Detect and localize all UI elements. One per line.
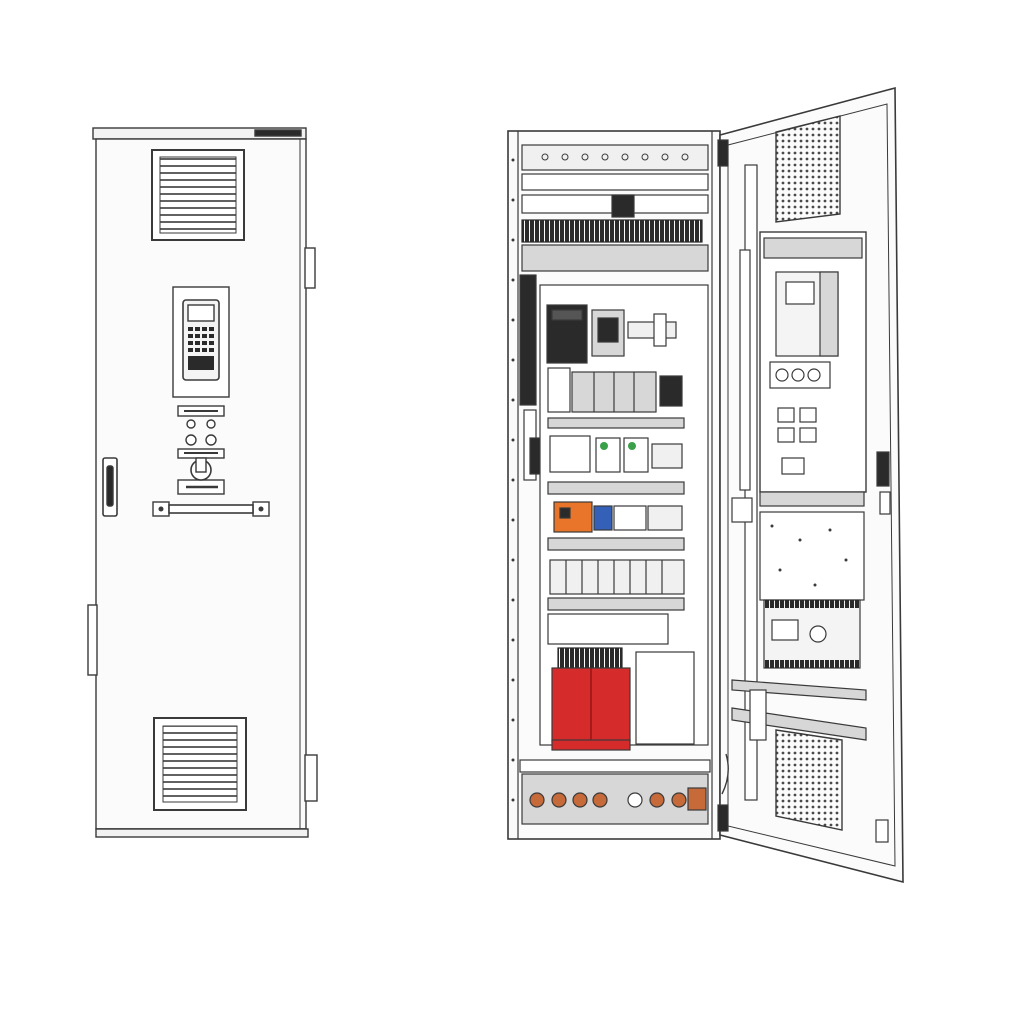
hinge-bottom	[304, 754, 318, 802]
control-board	[759, 511, 865, 601]
transformer	[551, 647, 631, 751]
side-latch	[87, 604, 98, 676]
louver-vent-icon	[151, 149, 245, 241]
keypad-icon	[182, 299, 220, 381]
top-terminal-section	[521, 144, 709, 272]
door-handle-icon	[152, 501, 270, 517]
closed-cabinet	[87, 127, 318, 838]
component-row-1	[546, 304, 677, 364]
terminal-block-row	[521, 219, 703, 243]
latch-handle-icon	[102, 457, 118, 517]
interface-module	[593, 505, 613, 531]
door-hinge	[717, 804, 729, 832]
component-row-3	[547, 435, 685, 495]
component-row-4	[547, 501, 685, 551]
fuse-holder	[627, 321, 677, 339]
cable-duct-left	[519, 274, 537, 406]
indicator-lamp	[186, 419, 196, 429]
indicator-lamp	[206, 419, 216, 429]
open-door	[717, 86, 904, 884]
door-latch	[876, 451, 890, 487]
busbar-gland-plate	[519, 759, 711, 825]
pushbutton	[205, 434, 217, 446]
component-row-5	[547, 559, 685, 611]
open-cabinet	[507, 86, 904, 884]
nameplate	[254, 129, 302, 137]
louver-vent-icon	[153, 717, 247, 811]
mesh-grille-icon	[775, 115, 841, 223]
pushbutton	[185, 434, 197, 446]
door-hinge	[717, 139, 729, 167]
mesh-grille-icon	[775, 729, 843, 831]
cabinet-plinth	[95, 828, 309, 838]
component-row-2	[547, 367, 685, 429]
hinge-top	[304, 247, 316, 289]
